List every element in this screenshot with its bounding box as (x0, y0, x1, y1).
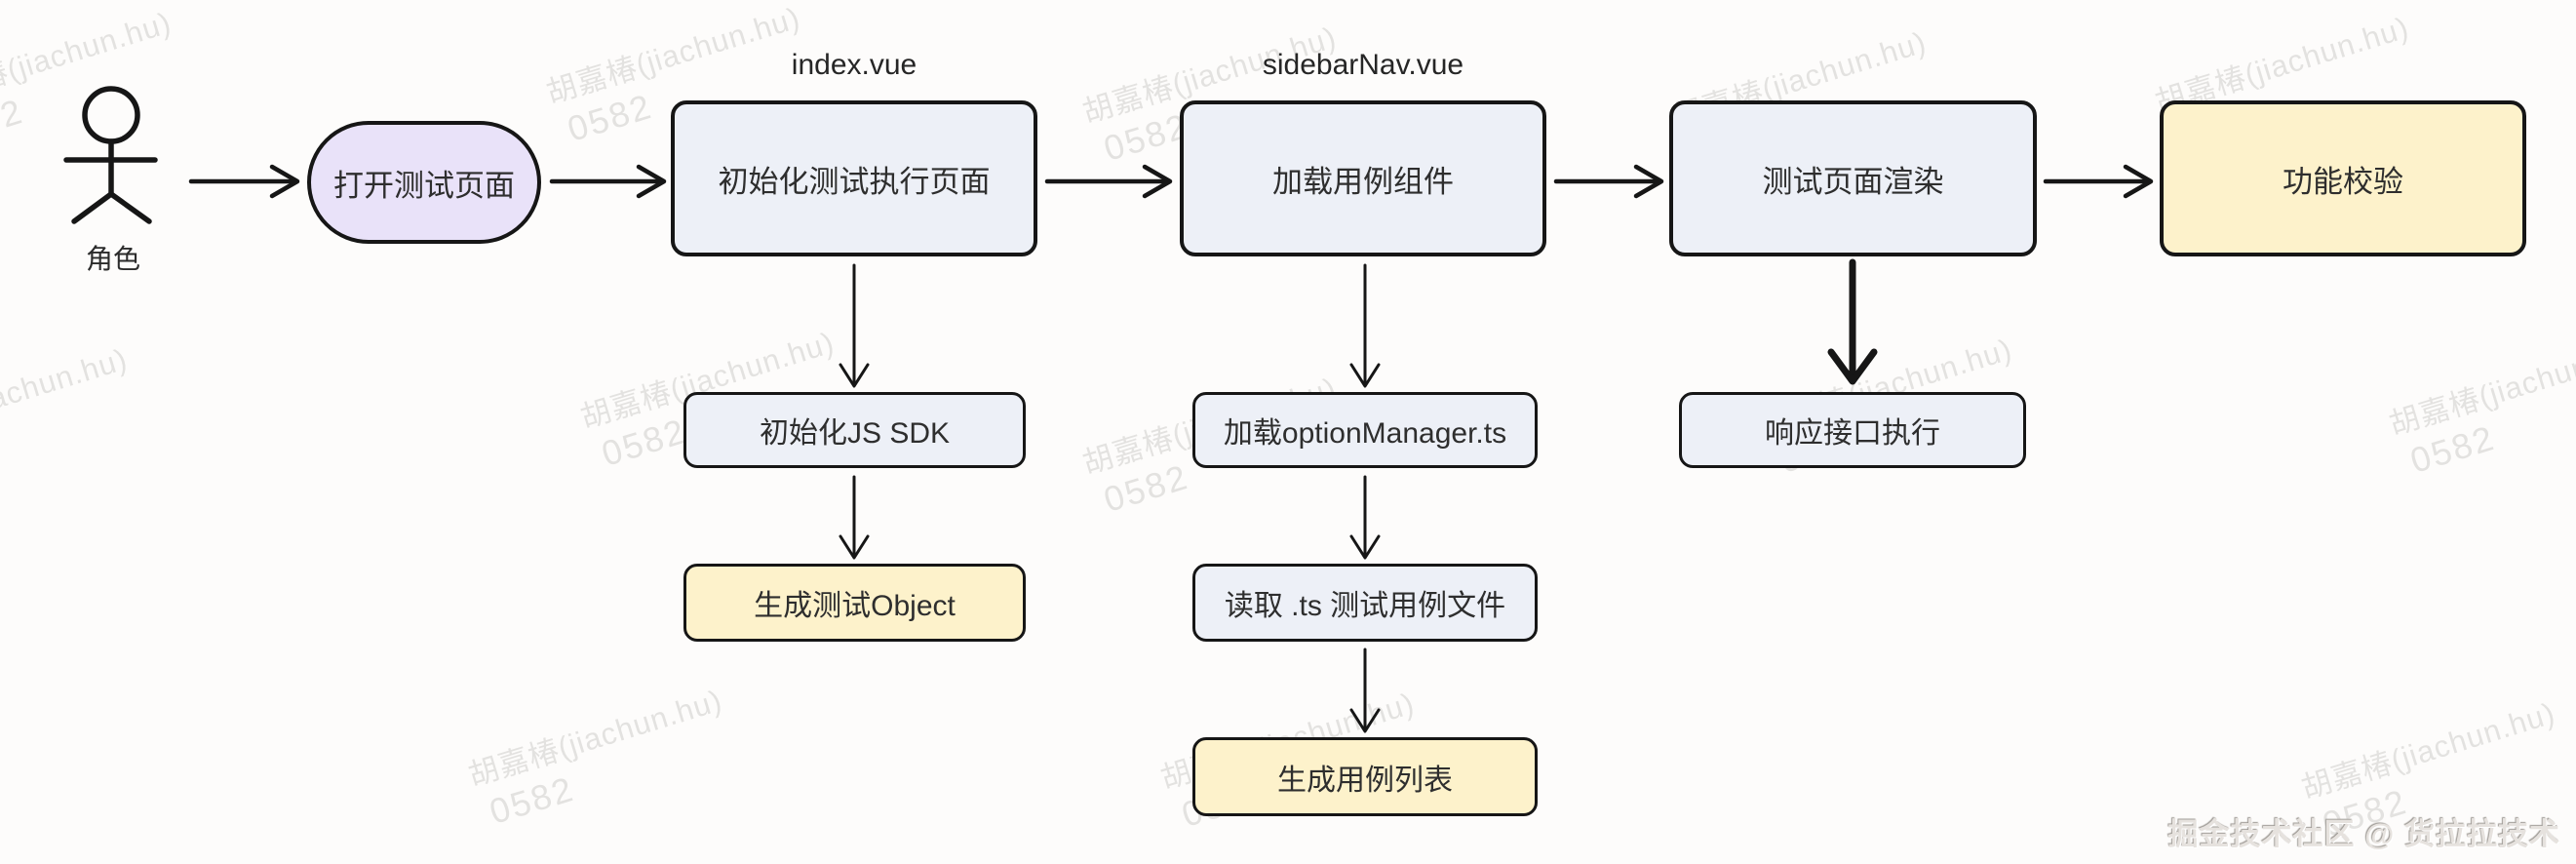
node-load-case-component: 加载用例组件 (1180, 100, 1546, 256)
node-init-test-exec-page: 初始化测试执行页面 (671, 100, 1037, 256)
node-read-ts-case-file: 读取 .ts 测试用例文件 (1192, 564, 1538, 642)
arrow-render-to-response-api (1827, 258, 1878, 385)
arrow-actor-to-open-test-page (188, 164, 300, 199)
file-label-sidebarnav-vue: sidebarNav.vue (1262, 49, 1464, 81)
actor: 角色 (55, 82, 179, 277)
node-init-js-sdk: 初始化JS SDK (683, 392, 1026, 468)
node-open-test-page: 打开测试页面 (307, 121, 541, 244)
node-response-api-exec: 响应接口执行 (1679, 392, 2026, 468)
arrow-load-case-to-render (1553, 164, 1664, 199)
arrow-init-page-to-load-case (1044, 164, 1173, 199)
node-gen-test-object: 生成测试Object (683, 564, 1026, 642)
arrow-render-to-verify (2043, 164, 2154, 199)
arrow-read-ts-to-case-list (1349, 648, 1381, 733)
arrow-load-case-to-option-manager (1349, 263, 1381, 388)
file-label-index-vue: index.vue (791, 49, 917, 81)
node-gen-case-list: 生成用例列表 (1192, 737, 1538, 816)
arrow-init-page-to-js-sdk (839, 263, 870, 388)
arrow-js-sdk-to-test-object (839, 475, 870, 560)
actor-label: 角色 (85, 244, 140, 274)
arrow-open-test-page-to-init-page (549, 164, 667, 199)
actor-icon (63, 86, 158, 224)
attribution: 掘金技术社区 @ 货拉拉技术 (2167, 817, 2560, 851)
node-test-page-render: 测试页面渲染 (1669, 100, 2037, 256)
node-load-option-manager: 加载optionManager.ts (1192, 392, 1538, 468)
arrow-option-manager-to-read-ts (1349, 475, 1381, 560)
node-function-verify: 功能校验 (2160, 100, 2526, 256)
